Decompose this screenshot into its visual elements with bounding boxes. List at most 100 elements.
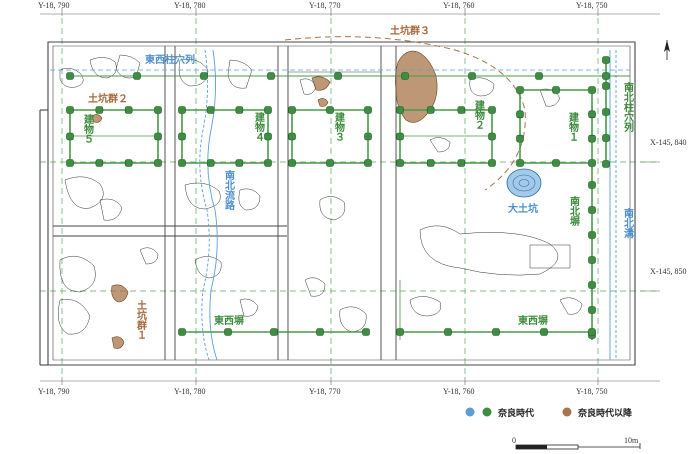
label-nanboku-hei: 南北塀 bbox=[568, 195, 580, 227]
post-hole bbox=[264, 159, 272, 167]
grid-dashed-lines bbox=[40, 18, 660, 376]
post-hole bbox=[602, 82, 610, 90]
label-dokou-group-2: 土坑群２ bbox=[88, 92, 128, 105]
post-hole bbox=[235, 159, 244, 167]
post-hole bbox=[264, 132, 272, 141]
post-hole bbox=[588, 206, 596, 214]
post-hole bbox=[488, 159, 496, 167]
right-coord-2: X-145, 850 bbox=[650, 267, 686, 276]
post-hole bbox=[602, 160, 610, 168]
bottom-coord-2: Y-18, 780 bbox=[174, 387, 206, 396]
label-dokou-group-3: 土坑群３ bbox=[390, 24, 430, 37]
post-hole bbox=[516, 159, 524, 167]
dai-dokou-pit bbox=[506, 168, 542, 198]
post-hole bbox=[516, 110, 524, 119]
legend-blue-swatch bbox=[465, 407, 475, 417]
post-hole bbox=[66, 132, 74, 141]
post-hole bbox=[267, 72, 275, 80]
label-building-4: 建物４ bbox=[253, 111, 266, 142]
top-grid-ticks bbox=[40, 8, 660, 16]
post-hole bbox=[588, 306, 596, 314]
post-hole bbox=[552, 86, 560, 94]
post-hole bbox=[588, 328, 596, 336]
top-coord-4: Y-18, 760 bbox=[443, 1, 475, 10]
post-hole bbox=[178, 159, 186, 167]
post-hole bbox=[178, 328, 186, 336]
post-hole bbox=[488, 132, 496, 141]
post-hole bbox=[66, 159, 74, 167]
post-hole bbox=[133, 72, 141, 80]
post-hole bbox=[588, 231, 596, 239]
right-coord-1: X-145, 840 bbox=[650, 138, 686, 147]
post-hole bbox=[602, 108, 610, 116]
post-hole bbox=[468, 72, 476, 80]
scale-ten-meters: 10m bbox=[624, 436, 639, 445]
bottom-coord-3: Y-18, 770 bbox=[309, 387, 341, 396]
post-hole bbox=[426, 159, 435, 167]
top-coord-1: Y-18, 790 bbox=[38, 1, 70, 10]
post-hole bbox=[457, 106, 466, 114]
top-coord-5: Y-18, 750 bbox=[576, 1, 608, 10]
post-hole bbox=[426, 106, 435, 114]
legend-green-swatch bbox=[482, 407, 492, 417]
post-hole bbox=[401, 72, 409, 80]
top-coord-2: Y-18, 780 bbox=[174, 1, 206, 10]
post-hole bbox=[206, 106, 215, 114]
post-hole bbox=[396, 328, 404, 336]
post-nara-features bbox=[91, 50, 438, 349]
post-hole bbox=[224, 328, 232, 336]
post-hole bbox=[535, 72, 543, 80]
post-hole bbox=[492, 328, 500, 336]
bottom-coord-5: Y-18, 750 bbox=[576, 387, 608, 396]
post-hole bbox=[154, 159, 162, 167]
label-building-1: 建物１ bbox=[567, 111, 580, 142]
post-hole bbox=[66, 72, 74, 80]
bottom-grid-ticks bbox=[40, 377, 660, 385]
post-hole bbox=[516, 134, 524, 143]
post-hole bbox=[326, 106, 334, 114]
post-hole bbox=[124, 159, 133, 167]
post-hole bbox=[288, 106, 296, 114]
post-hole bbox=[588, 281, 596, 289]
post-hole bbox=[488, 106, 496, 114]
post-hole bbox=[362, 328, 370, 336]
post-hole bbox=[154, 106, 162, 114]
post-hole bbox=[334, 72, 342, 80]
post-hole bbox=[264, 106, 272, 114]
post-hole bbox=[206, 159, 215, 167]
label-nanboku-chuketsuretsu: 南北柱穴列 bbox=[622, 81, 634, 133]
post-hole bbox=[396, 132, 404, 141]
post-hole bbox=[66, 106, 74, 114]
label-touzai-hei-west: 東西塀 bbox=[214, 314, 244, 327]
post-hole bbox=[288, 132, 296, 141]
post-hole bbox=[444, 328, 452, 336]
post-hole bbox=[602, 134, 610, 142]
post-hole bbox=[95, 159, 104, 167]
legend-brown-swatch bbox=[562, 407, 572, 417]
bottom-coord-4: Y-18, 760 bbox=[443, 387, 475, 396]
label-building-2: 建物２ bbox=[473, 99, 486, 130]
post-hole bbox=[588, 159, 596, 167]
post-hole bbox=[95, 106, 104, 114]
post-hole bbox=[396, 159, 404, 167]
label-dai-dokou: 大土坑 bbox=[508, 202, 538, 215]
dokou-group-3-extent bbox=[284, 36, 526, 191]
label-building-3: 建物３ bbox=[333, 111, 346, 142]
label-dokou-group-1: 土坑群１ bbox=[135, 299, 147, 340]
trench-divisions bbox=[53, 46, 397, 360]
post-hole bbox=[588, 110, 596, 119]
bottom-coord-1: Y-18, 790 bbox=[38, 387, 70, 396]
post-hole bbox=[540, 328, 548, 336]
building-lines bbox=[69, 60, 630, 340]
post-hole bbox=[270, 328, 278, 336]
post-hole bbox=[602, 72, 610, 80]
top-coord-3: Y-18, 770 bbox=[309, 1, 341, 10]
scale-bar: 0 10m bbox=[512, 436, 641, 450]
post-hole bbox=[602, 56, 610, 64]
post-hole bbox=[154, 132, 162, 141]
post-hole bbox=[364, 159, 372, 167]
post-hole bbox=[588, 134, 596, 143]
legend: 奈良時代 奈良時代以降 bbox=[465, 407, 633, 419]
label-nanboku-ryuro: 南北流路 bbox=[223, 169, 235, 211]
